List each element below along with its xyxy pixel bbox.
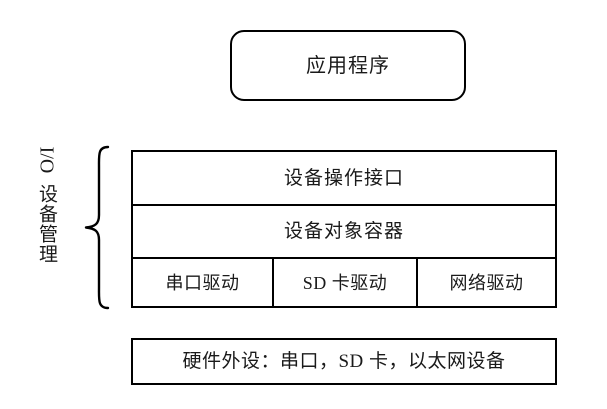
stack-row-drivers: 串口驱动 SD 卡驱动 网络驱动 — [133, 259, 555, 306]
hardware-peripherals-label: 硬件外设：串口，SD 卡，以太网设备 — [182, 351, 506, 372]
serial-driver-label: 串口驱动 — [165, 272, 240, 293]
stack-row-device-operation-interface: 设备操作接口 — [133, 152, 555, 206]
device-object-container-label: 设备对象容器 — [283, 221, 404, 242]
network-driver-label: 网络驱动 — [449, 272, 524, 293]
io-stack-box: 设备操作接口 设备对象容器 串口驱动 SD 卡驱动 网络驱动 — [131, 150, 557, 308]
curly-brace-icon — [84, 145, 110, 310]
hardware-peripherals-box: 硬件外设：串口，SD 卡，以太网设备 — [131, 338, 557, 385]
application-program-box: 应用程序 — [230, 30, 466, 101]
device-management-label: 设备管理 — [35, 184, 57, 264]
stack-row-device-object-container: 设备对象容器 — [133, 206, 555, 259]
io-device-management-label: I/O 设备管理 — [28, 138, 64, 308]
sd-card-driver-label: SD 卡驱动 — [302, 272, 388, 293]
driver-cell-network: 网络驱动 — [418, 259, 555, 306]
device-operation-interface-label: 设备操作接口 — [283, 167, 404, 189]
application-program-label: 应用程序 — [306, 54, 390, 77]
driver-cell-sd-card: SD 卡驱动 — [274, 259, 418, 306]
io-label: I/O — [34, 146, 57, 174]
driver-cell-serial: 串口驱动 — [133, 259, 274, 306]
